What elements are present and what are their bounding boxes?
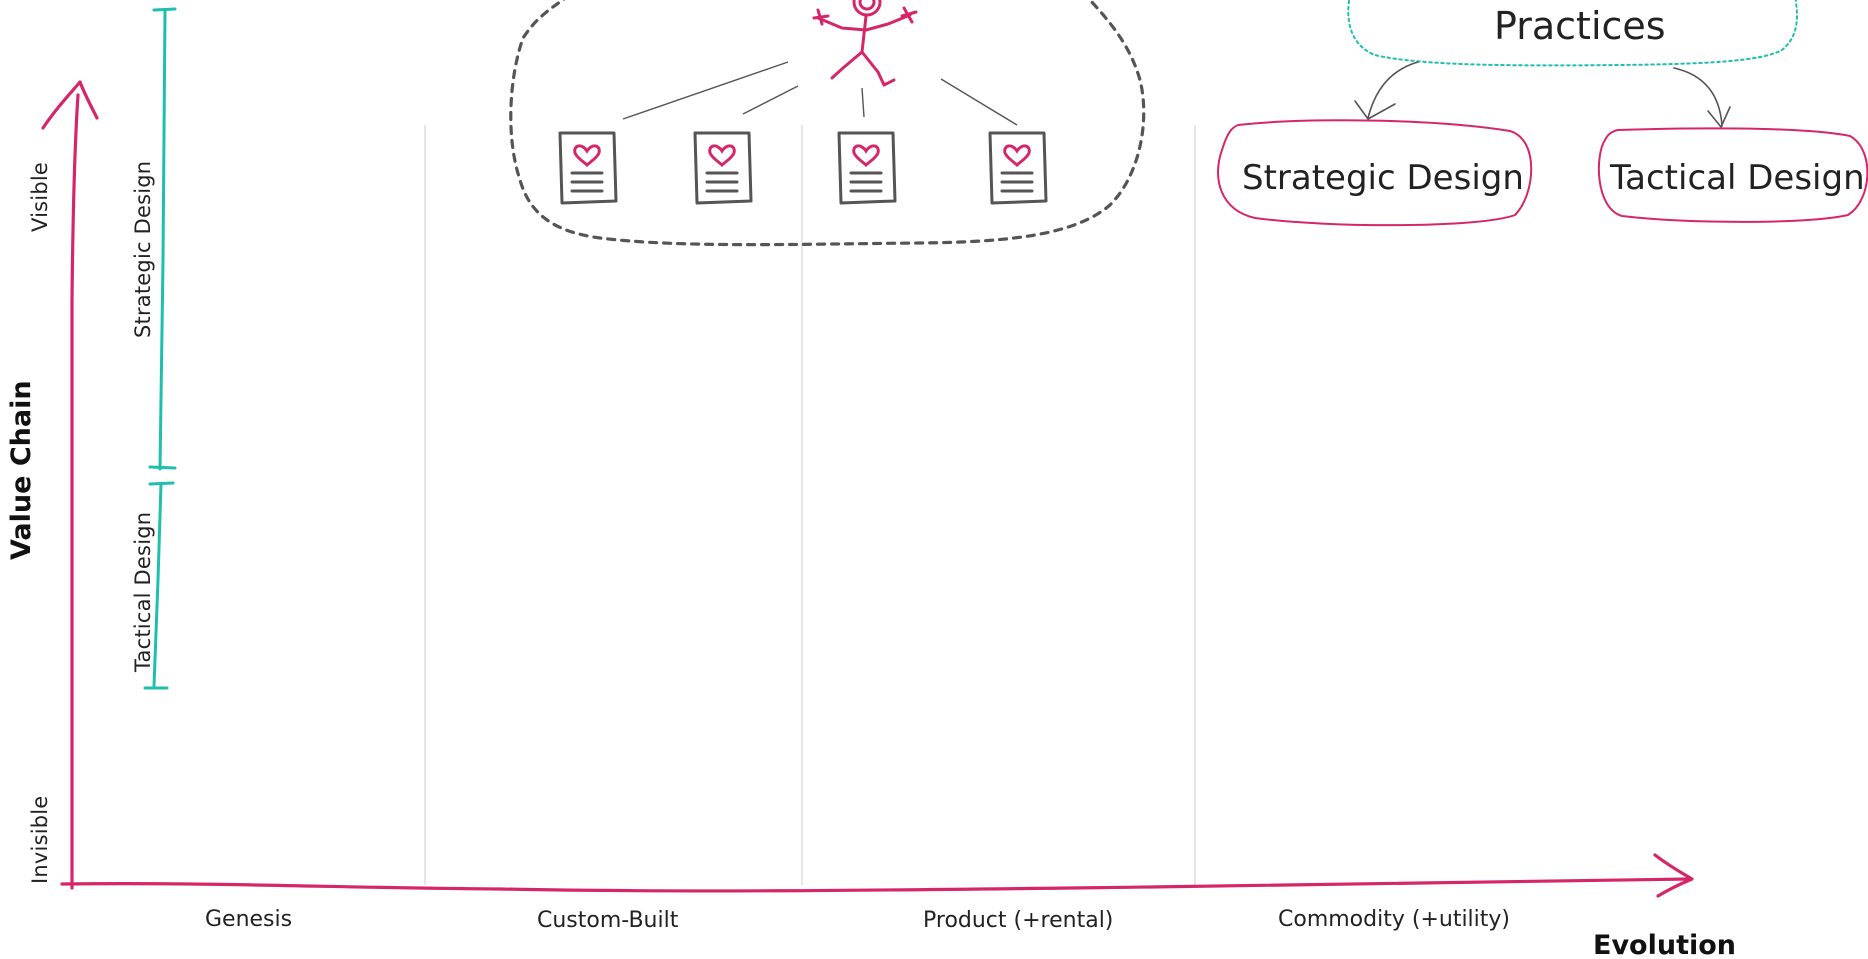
- y-axis-top-label: Visible: [28, 162, 52, 232]
- tactical-bracket-label: Tactical Design: [131, 511, 155, 672]
- person-connectors: [622, 61, 1018, 126]
- y-axis-line: [70, 93, 80, 890]
- x-axis-line: [60, 877, 1692, 893]
- y-axis-bottom-label: Invisible: [28, 795, 52, 884]
- strategic-design-bubble-outline: [1217, 119, 1533, 227]
- document-heart-icon-3: [837, 131, 897, 205]
- person-icon: [812, 0, 918, 87]
- dashed-cloud: [509, 0, 1146, 247]
- stage-label-commodity: Commodity (+utility): [1278, 907, 1511, 932]
- stage-label-custom-built: Custom-Built: [537, 908, 679, 933]
- tactical-design-bubble-outline: [1597, 127, 1868, 223]
- y-axis-arrowhead: [41, 80, 99, 130]
- strategic-bracket: [148, 7, 177, 471]
- stage-label-genesis: Genesis: [205, 907, 293, 932]
- document-heart-icon-1: [558, 131, 618, 205]
- arrow-to-tactical-head: [1707, 106, 1731, 128]
- strategic-bracket-label: Strategic Design: [131, 160, 155, 338]
- practices-box-outline: [1347, 0, 1798, 67]
- document-heart-icon-2: [693, 131, 753, 205]
- strategic-design-bubble-text: Strategic Design: [1242, 158, 1524, 198]
- stage-label-product: Product (+rental): [923, 908, 1114, 933]
- tactical-bracket: [143, 481, 175, 690]
- arrow-to-strategic: [1367, 61, 1419, 119]
- x-axis-label: Evolution: [1593, 930, 1737, 959]
- arrow-to-strategic-head: [1354, 100, 1396, 120]
- practices-title: Practices: [1494, 4, 1666, 48]
- document-heart-icon-4: [988, 131, 1048, 205]
- x-axis-arrowhead: [1653, 853, 1694, 898]
- arrow-to-tactical: [1673, 67, 1723, 127]
- y-axis-label: Value Chain: [6, 380, 37, 560]
- tactical-design-bubble-text: Tactical Design: [1610, 158, 1865, 198]
